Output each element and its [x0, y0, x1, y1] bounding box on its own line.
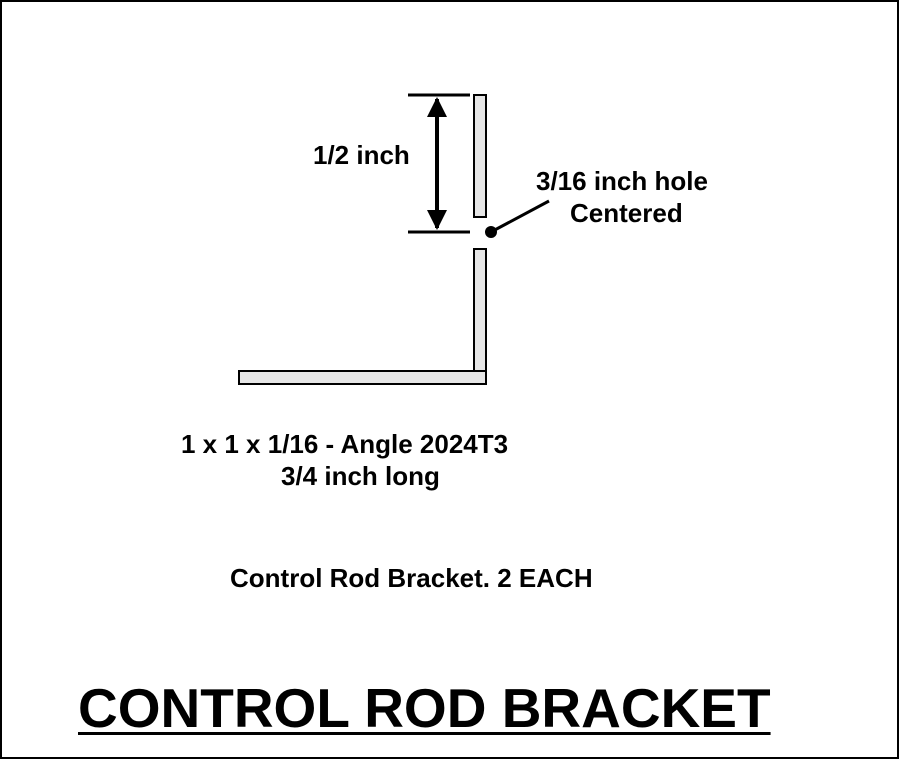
- material-spec: 1 x 1 x 1/16 - Angle 2024T3: [181, 429, 509, 459]
- drawing-title: CONTROL ROD BRACKET: [78, 677, 771, 739]
- hole-marker-dot: [485, 226, 497, 238]
- hole-callout-size: 3/16 inch hole: [536, 166, 708, 196]
- quantity-note: Control Rod Bracket. 2 EACH: [230, 563, 593, 593]
- hole-callout-position: Centered: [570, 198, 683, 228]
- horizontal-flange: [238, 370, 487, 385]
- hole-leader-line: [490, 199, 550, 234]
- dimension-label: 1/2 inch: [313, 140, 410, 170]
- vertical-flange-upper: [473, 94, 487, 218]
- vertical-flange-lower: [473, 248, 487, 385]
- length-spec: 3/4 inch long: [281, 461, 440, 491]
